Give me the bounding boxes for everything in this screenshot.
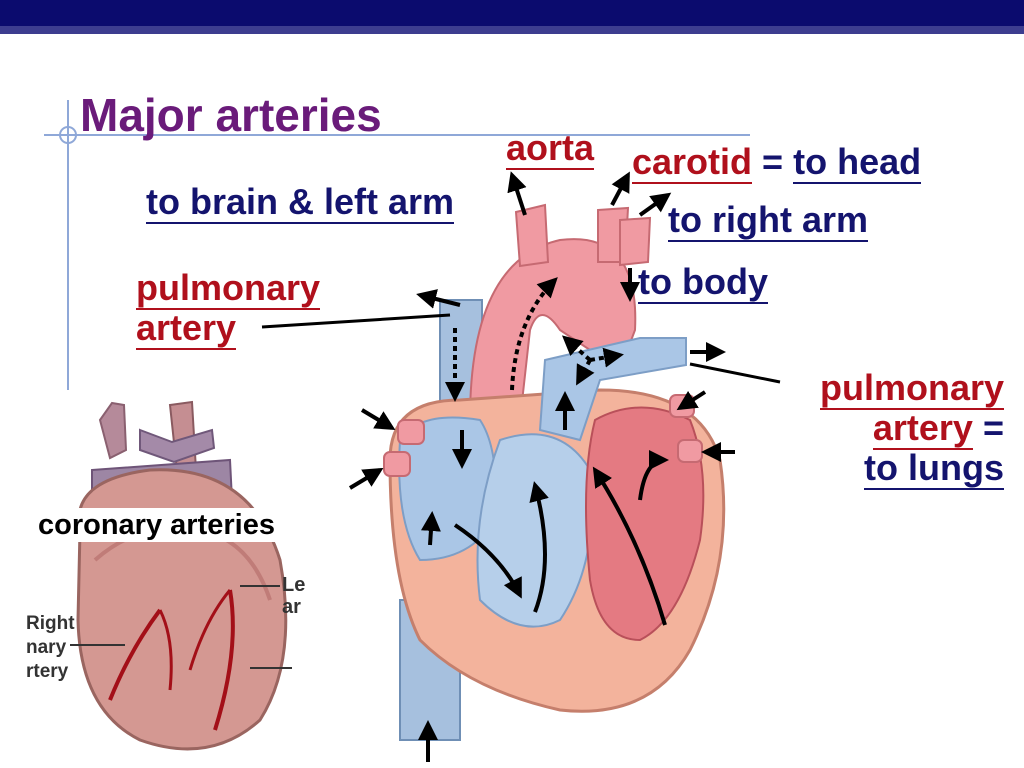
inset-left-label: Le ar — [282, 574, 305, 618]
slide-guide-lines — [44, 100, 750, 390]
leader-lines — [261, 313, 781, 384]
pulmonary-right-line2: artery — [872, 407, 973, 450]
pulmonary-left-line2: artery — [136, 307, 237, 350]
to-body-label: to body — [638, 261, 768, 304]
coronary-heart-inset — [70, 400, 292, 751]
carotid-label: carotid — [632, 141, 753, 184]
pulmonary-right-line1: pulmonary — [819, 367, 1004, 410]
page-title: Major arteries — [80, 89, 382, 141]
carotid-label-group: carotid = to head — [632, 141, 922, 184]
to-lungs-label: to lungs — [864, 447, 1004, 490]
inset-left-fragment-1: Le — [282, 574, 306, 596]
inset-right-fragment-2: nary — [26, 637, 67, 658]
coronary-arteries-label: coronary arteries — [34, 508, 279, 542]
top-bar-accent — [0, 26, 1024, 34]
to-head-label: to head — [793, 141, 922, 184]
pulmonary-left-line1: pulmonary — [136, 267, 321, 310]
pulmonary-artery-right-label: pulmonary artery = to lungs — [788, 367, 1004, 490]
inset-right-fragment-1: Right — [26, 613, 75, 634]
pulmonary-right-equals: = — [982, 407, 1004, 448]
to-right-arm-label: to right arm — [668, 199, 869, 242]
pulmonary-artery-left-label: pulmonary artery — [136, 267, 321, 350]
aorta-label: aorta — [506, 127, 595, 170]
inset-left-fragment-2: ar — [282, 596, 301, 618]
inset-right-fragment-3: rtery — [26, 661, 69, 682]
top-bar — [0, 0, 1024, 26]
carotid-equals: = — [762, 141, 784, 182]
to-brain-left-arm-label: to brain & left arm — [146, 181, 455, 224]
flow-arrows — [348, 171, 735, 762]
inset-right-label: Right nary rtery — [26, 612, 75, 684]
